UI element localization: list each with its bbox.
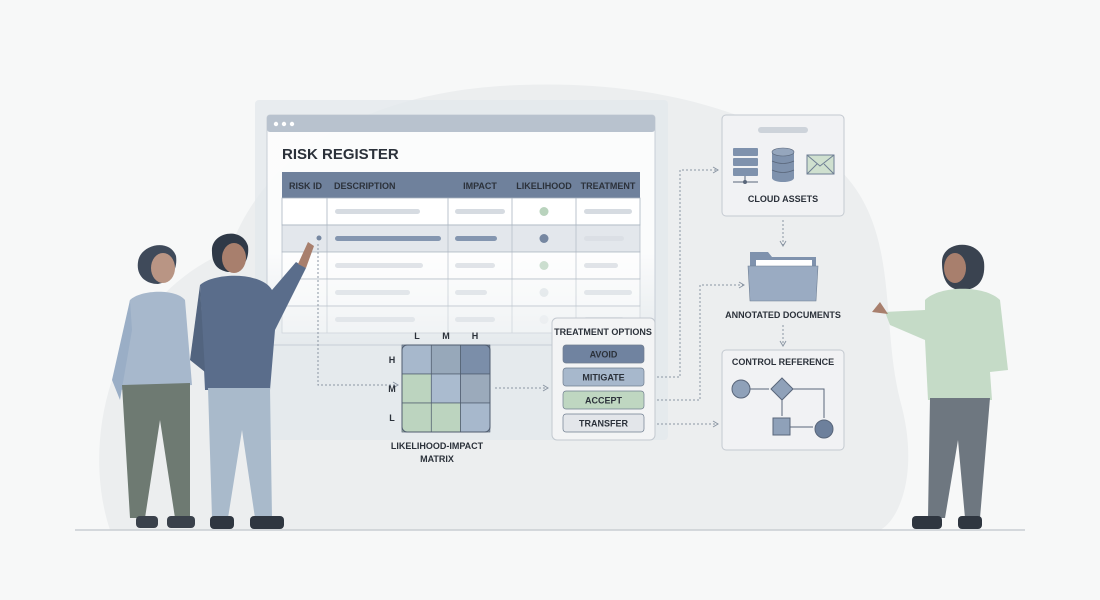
person-man-pointing	[190, 233, 314, 529]
treatment-options-title: TREATMENT OPTIONS	[554, 327, 652, 337]
column-header[interactable]: LIKELIHOOD	[516, 181, 572, 191]
mail-icon	[806, 154, 835, 175]
annotated-documents-label: ANNOTATED DOCUMENTS	[725, 310, 841, 320]
matrix-cell[interactable]	[401, 373, 432, 404]
connector-accept-to-documents	[645, 281, 745, 401]
matrix-label: LIKELIHOOD-IMPACT	[391, 441, 484, 451]
table-row[interactable]	[281, 278, 641, 307]
column-header[interactable]: IMPACT	[463, 181, 497, 191]
table-header	[282, 172, 640, 198]
cloud-assets-bar	[758, 127, 808, 133]
treatment-option-mitigate[interactable]: MITIGATE	[562, 367, 645, 387]
control-reference-panel	[721, 349, 845, 451]
table-row[interactable]	[281, 251, 641, 280]
matrix-cell[interactable]	[430, 373, 461, 404]
risk-table: RISK ID DESCRIPTION IMPACT LIKELIHOOD TREATM…	[281, 172, 641, 334]
matrix-row-label: H	[389, 355, 396, 365]
treatment-option-label: ACCEPT	[585, 396, 623, 406]
matrix-label: MATRIX	[420, 454, 454, 464]
treatment-option-label: MITIGATE	[582, 373, 624, 383]
matrix-col-label: H	[472, 331, 479, 341]
table-row[interactable]	[281, 197, 641, 226]
column-header[interactable]: RISK ID	[289, 181, 323, 191]
window-dot	[273, 121, 279, 127]
window-dot	[289, 121, 295, 127]
folder-icon	[747, 252, 819, 302]
matrix-cell[interactable]	[460, 373, 491, 404]
column-header[interactable]: TREATMENT	[581, 181, 636, 191]
person-woman-right	[872, 244, 1008, 529]
matrix-cell[interactable]	[460, 344, 491, 375]
connectors	[317, 166, 787, 428]
page-title: RISK REGISTER	[282, 146, 399, 163]
likelihood-indicator	[539, 261, 549, 270]
matrix-cell[interactable]	[430, 402, 461, 433]
column-header[interactable]: DESCRIPTION	[334, 181, 396, 191]
window-dot	[281, 121, 287, 127]
database-icon	[771, 147, 795, 182]
treatment-option-accept[interactable]: ACCEPT	[562, 390, 645, 410]
matrix-row-label: M	[388, 384, 396, 394]
matrix-cell[interactable]	[460, 402, 491, 433]
matrix-col-label: M	[442, 331, 450, 341]
matrix-cell[interactable]	[430, 344, 461, 375]
server-icon	[733, 148, 758, 184]
cloud-assets-label: CLOUD ASSETS	[748, 194, 818, 204]
treatment-option-transfer[interactable]: TRANSFER	[562, 413, 645, 433]
likelihood-impact-matrix	[401, 344, 491, 433]
likelihood-indicator	[539, 288, 549, 297]
matrix-cell[interactable]	[401, 344, 432, 375]
person-woman-left	[112, 245, 195, 528]
table-row[interactable]	[281, 224, 641, 253]
control-reference-title: CONTROL REFERENCE	[732, 357, 834, 367]
flowchart-icon	[731, 377, 834, 439]
connector-mitigate-to-cloud	[645, 166, 719, 378]
likelihood-indicator	[539, 234, 549, 243]
likelihood-indicator	[539, 315, 549, 324]
window-titlebar	[267, 115, 655, 132]
matrix-row-label: L	[389, 413, 395, 423]
matrix-cell[interactable]	[401, 402, 432, 433]
treatment-option-label: TRANSFER	[579, 419, 628, 429]
connector-row-to-matrix	[317, 244, 399, 389]
likelihood-indicator	[539, 207, 549, 216]
matrix-col-label: L	[414, 331, 420, 341]
treatment-option-label: AVOID	[590, 350, 618, 360]
treatment-option-avoid[interactable]: AVOID	[562, 344, 645, 364]
